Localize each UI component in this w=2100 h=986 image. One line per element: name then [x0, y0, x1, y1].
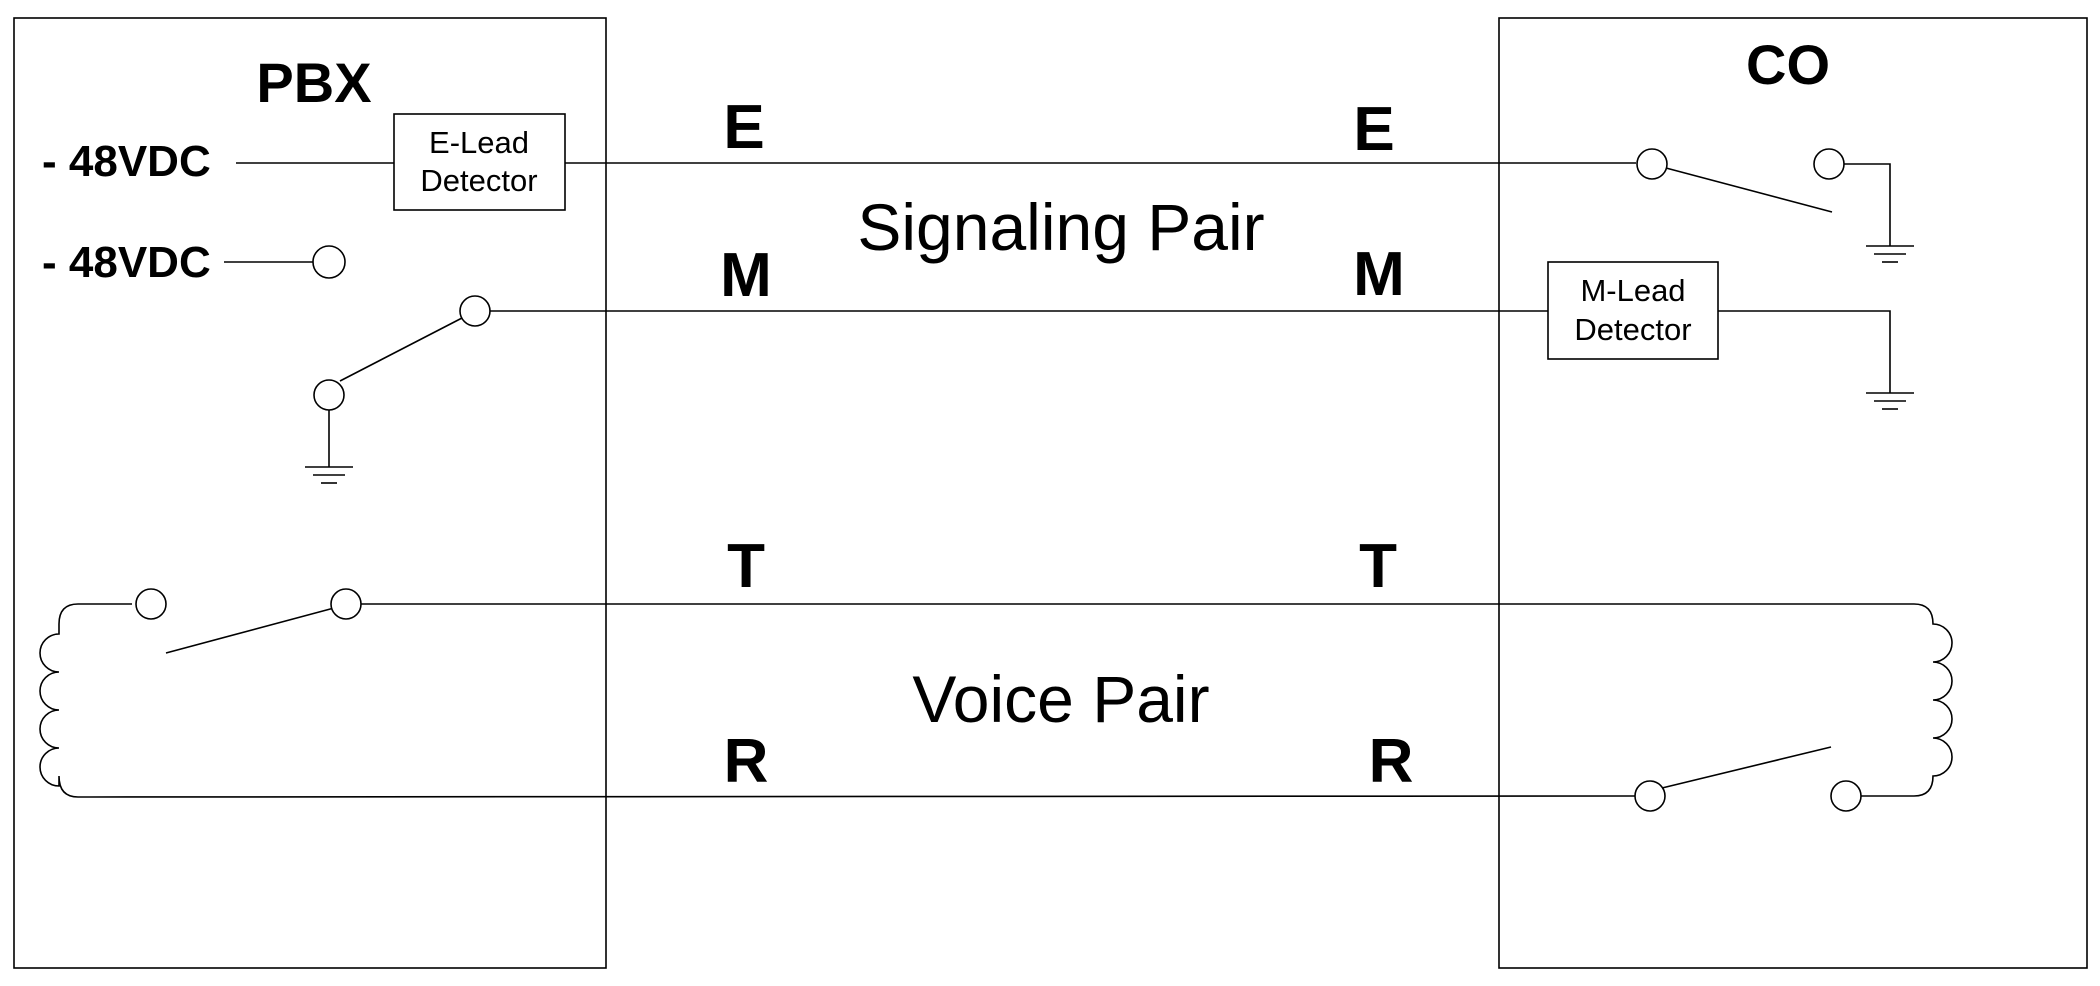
ground-icon	[305, 466, 353, 484]
ground-icon	[1866, 392, 1914, 410]
co-hook-switch-contact	[1634, 780, 1666, 812]
pbx-m-switch-arm	[339, 317, 463, 382]
e-lead-detector	[393, 113, 566, 211]
lead-label-r-right: R	[1369, 727, 1414, 796]
lead-label-t-left: T	[727, 532, 765, 601]
voice-pair-label: Voice Pair	[912, 662, 1209, 736]
lead-label-m-left: M	[720, 241, 772, 310]
co-title: CO	[1746, 33, 1830, 96]
co-hook-switch-contact	[1830, 780, 1862, 812]
co-box	[1498, 17, 2088, 969]
co-m-ground-wire	[1718, 310, 1891, 393]
co-e-switch-contact	[1636, 148, 1668, 180]
co-e-switch-contact	[1813, 148, 1845, 180]
pbx-hook-switch-contact	[135, 588, 167, 620]
ground-icon	[1866, 245, 1914, 263]
lead-label-r-left: R	[724, 727, 769, 796]
pbx-box	[13, 17, 607, 969]
co-coil-icon	[1861, 603, 1953, 797]
pbx-hook-switch-arm	[165, 607, 335, 654]
lead-label-t-right: T	[1359, 532, 1397, 601]
e-lead-detector-label: E-Lead	[429, 125, 529, 160]
pbx-m-switch-contact	[312, 245, 346, 279]
lead-label-m-right: M	[1353, 240, 1405, 309]
ring-wire	[89, 795, 1636, 798]
co-e-ground-wire	[1844, 163, 1891, 246]
pbx-coil-icon	[39, 603, 132, 798]
pbx-m-switch-pivot	[313, 379, 345, 411]
co-e-switch-arm	[1665, 167, 1833, 213]
pbx-hook-switch-contact	[330, 588, 362, 620]
m-lead-detector-label: Detector	[1574, 312, 1691, 347]
supply-label-1: - 48VDC	[42, 137, 211, 186]
lead-label-e-left: E	[723, 93, 764, 162]
e-lead-detector-label: Detector	[420, 163, 537, 198]
pbx-m-switch-contact	[459, 295, 491, 327]
supply-label-2: - 48VDC	[42, 238, 211, 287]
signaling-pair-label: Signaling Pair	[857, 190, 1264, 264]
co-hook-switch-arm	[1661, 746, 1832, 789]
pbx-title: PBX	[256, 51, 371, 114]
m-lead-detector-label: M-Lead	[1580, 273, 1685, 308]
lead-label-e-right: E	[1353, 95, 1394, 164]
